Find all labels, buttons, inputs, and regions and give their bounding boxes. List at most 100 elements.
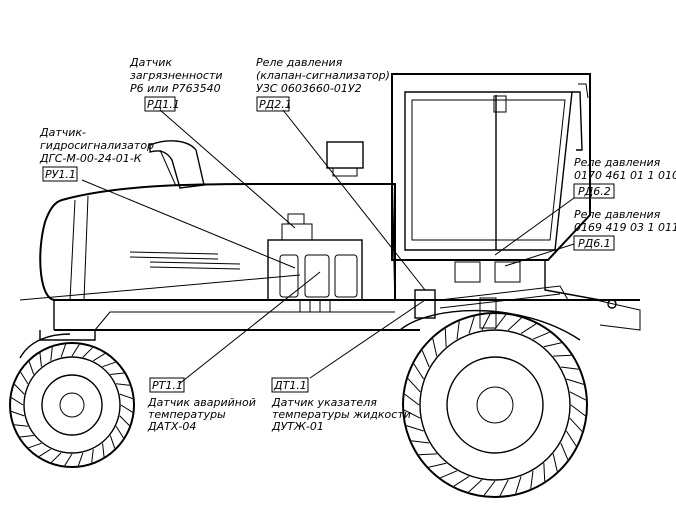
tire-tread-mark [28,361,35,375]
tire-tread-mark [71,344,80,357]
rd62-tag: РД6.2 [578,185,611,198]
dt11-line-1: Датчик указателя [271,396,377,409]
tire-tread-mark [560,366,579,370]
tire-tread-mark [51,452,62,463]
tire-tread-mark [569,417,583,432]
tire-tread-mark [92,353,106,362]
rd62-line-1: Реле давления [574,156,661,169]
rd61-line-1: Реле давления [574,208,661,221]
tire-tread-mark [483,480,496,496]
tire-tread-mark [119,393,133,400]
tire-tread-mark [543,342,562,348]
rd21-line-1: Реле давления [256,56,343,69]
tire-tread-mark [39,353,42,367]
rt11-line-2: температуры [148,408,226,421]
front-wheel [9,342,135,468]
tire-tread-mark [413,363,425,380]
leader-lines [19,109,575,385]
tire-tread-mark [20,435,34,438]
tire-tread-mark [102,443,105,457]
tire-tread-mark [411,440,430,444]
tire-tread-mark [560,442,569,460]
tire-tread-mark [494,314,507,330]
tire-tread-mark [11,397,24,406]
tire-tread-mark [507,317,522,331]
ru11-line-2: гидросигнализатор [40,139,154,152]
tire-tread-mark [11,410,25,417]
tire-tread-mark [406,425,424,432]
tire-tread-mark [50,347,53,361]
rd21-line-3: УЗС 0603660-01У2 [256,82,362,95]
ru11-tag: РУ1.1 [45,168,76,181]
tire-tread-mark [428,462,447,468]
dt11-line-3: ДУТЖ-01 [271,420,324,433]
tire-tread-mark [468,479,483,493]
tire-tread-mark [119,415,130,426]
label-rd21: Реле давления (клапан-сигнализатор) УЗС … [256,56,390,112]
rd21-line-2: (клапан-сигнализатор) [256,69,390,82]
tire-tread-mark [453,475,470,487]
tire-tread-mark [407,378,421,393]
tire-tread-mark [543,463,546,482]
tire-tread-mark [552,453,558,472]
tire-tread-mark [404,393,420,406]
tire-tread-mark [28,442,42,449]
front-fender [19,333,71,359]
tire-tread-mark [120,404,133,413]
tire-tread-mark [115,425,124,439]
rt11-line-1: Датчик аварийной [147,396,256,409]
rear-fender [399,309,581,341]
tire-tread-mark [432,338,438,357]
tire-tread-mark [60,344,67,358]
rd11-line-1: Датчик [129,56,172,69]
label-rt11: РТ1.1 Датчик аварийной температуры ДАТХ-… [147,377,256,433]
tire-tread-mark [565,430,577,447]
tire-tread-mark [91,449,94,463]
dt11-tag: ДТ1.1 [273,379,307,392]
tire-tread-mark [109,435,116,449]
tire-tread-mark [102,361,116,368]
rd61-tag: РД6.1 [578,237,611,250]
tire-tread-mark [569,391,587,401]
tire-tread-mark [532,331,550,340]
tire-tread-mark [444,328,447,347]
tire-tread-mark [20,371,29,385]
tractor-body [39,73,641,341]
tire-tread-mark [520,323,537,335]
tire-tread-mark [403,409,421,419]
tire-tread-mark [530,470,534,489]
tire-tread-mark [566,378,584,385]
tire-tread-mark [116,383,130,386]
rd11-line-2: загрязненности [130,69,223,82]
rear-wheel [402,312,588,498]
tire-tread-mark [421,350,430,368]
tire-tread-mark [468,316,475,334]
label-dt11: ДТ1.1 Датчик указателя температуры жидко… [271,377,411,433]
rd21-tag: РД2.1 [259,98,292,111]
tire-tread-mark [418,453,437,456]
tire-tread-mark [77,452,84,466]
ru11-line-3: ДГС-М-00-24-01-К [39,152,143,165]
tire-tread-mark [110,372,124,375]
tire-tread-mark [570,404,586,417]
rt11-line-3: ДАТХ-04 [147,420,196,433]
tire-tread-mark [515,476,522,494]
rd62-line-2: 0170 461 01 1 010 [574,169,676,182]
tire-tread-mark [14,384,25,395]
rd11-line-3: Р6 или Р763540 [130,82,221,95]
tire-tread-mark [499,479,509,497]
tire-tread-mark [456,321,460,340]
tire-tread-mark [38,448,52,457]
tire-tread-mark [440,470,458,479]
dt11-line-2: температуры жидкости [272,408,411,421]
tire-tread-mark [14,424,28,427]
tire-tread-mark [481,313,491,331]
rt11-tag: РТ1.1 [152,379,183,392]
ru11-line-1: Датчик- [39,126,86,139]
label-rd62: Реле давления 0170 461 01 1 010 РД6.2 [573,156,676,199]
label-rd61: Реле давления 0169 419 03 1 011 РД6.1 [573,208,676,251]
label-rd11: Датчик загрязненности Р6 или Р763540 РД1… [129,56,223,112]
tire-tread-mark [64,453,73,466]
